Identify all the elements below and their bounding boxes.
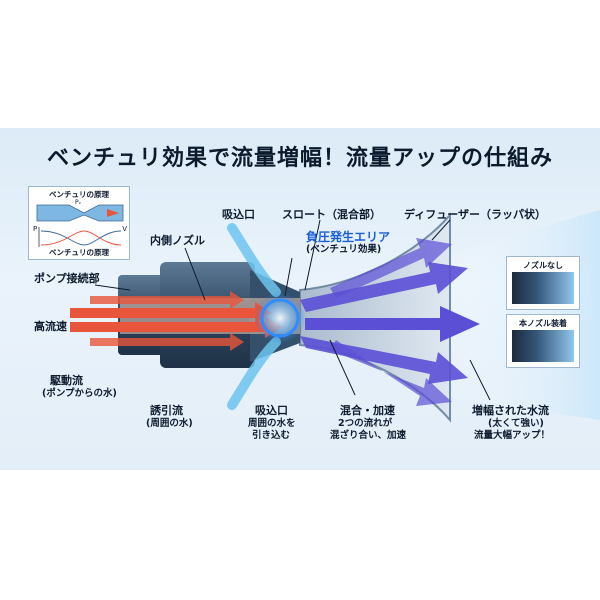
- label-inner-nozzle: 内側ノズル: [150, 234, 205, 247]
- label-mixing-sub2: 混ざり合い、加速: [330, 430, 407, 441]
- label-diffuser: ディフューザー（ラッパ状）: [404, 208, 547, 221]
- inset-title: ベンチュリの原理: [49, 190, 109, 199]
- label-induced-flow-sub: (周囲の水): [146, 418, 193, 429]
- label-amplified-sub1: (太くて強い): [488, 418, 544, 429]
- venturi-principle-inset: ベンチュリの原理 P Pᵥ V ベンチュリの原理: [28, 186, 130, 260]
- label-throat: スロート（混合部）: [282, 208, 381, 221]
- inset-caption: ベンチュリの原理: [49, 248, 109, 257]
- negative-pressure-ring: [260, 298, 300, 338]
- label-intake-bottom-sub1: 周囲の水を: [248, 418, 296, 429]
- label-pump-connection: ポンプ接続部: [34, 272, 100, 285]
- label-amplified-sub2: 流量大幅アップ！: [474, 430, 551, 441]
- driving-flow-arrows: [70, 291, 282, 351]
- intake-arrow-bottom: [227, 337, 281, 410]
- label-mixing-sub1: 2つの流れが: [338, 418, 393, 429]
- inset-graph: [36, 204, 124, 247]
- label-negative-pressure: 負圧発生エリア: [306, 230, 391, 244]
- comparison-without-label: ノズルなし: [523, 261, 563, 270]
- comparison-with-nozzle: 本ノズル装着: [506, 314, 580, 368]
- label-intake-bottom: 吸込口: [255, 404, 288, 417]
- label-driving-flow-sub: (ポンプからの水): [42, 388, 117, 399]
- label-high-speed: 高流速: [34, 320, 67, 333]
- intake-arrow-top: [227, 223, 281, 297]
- mixed-flow-arrows: [300, 238, 480, 406]
- inset-pv-label: Pᵥ: [75, 199, 82, 206]
- comparison-without-nozzle: ノズルなし: [506, 256, 580, 310]
- inset-p-label: P: [33, 225, 38, 233]
- page-title: ベンチュリ効果で流量増幅！流量アップの仕組み: [46, 146, 553, 171]
- label-amplified: 増幅された水流: [472, 404, 549, 417]
- label-intake-bottom-sub2: 引き込む: [252, 430, 291, 441]
- label-negative-pressure-sub: (ベンチュリ効果): [306, 244, 382, 255]
- inset-v-label: V: [122, 225, 127, 233]
- label-driving-flow: 駆動流: [50, 374, 83, 387]
- label-intake-top: 吸込口: [222, 208, 255, 221]
- comparison-without-image: [512, 272, 574, 304]
- comparison-with-image: [512, 330, 574, 362]
- label-induced-flow: 誘引流: [150, 404, 183, 417]
- comparison-with-label: 本ノズル装着: [519, 319, 567, 328]
- label-mixing: 混合・加速: [340, 404, 395, 417]
